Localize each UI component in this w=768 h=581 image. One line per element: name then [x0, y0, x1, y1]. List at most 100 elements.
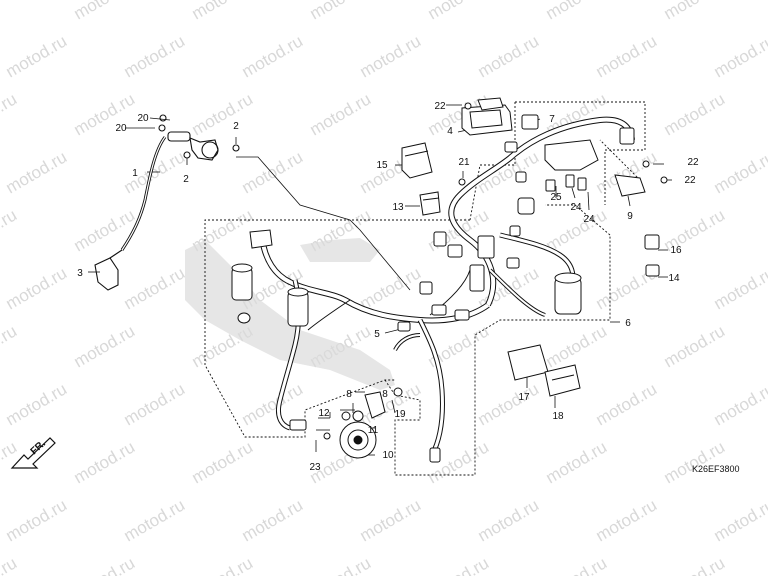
watermark-text: motod.ru — [121, 495, 189, 545]
watermark-text: motod.ru — [543, 437, 611, 487]
watermark-text: motod.ru — [0, 205, 20, 255]
callout-23: 23 — [309, 462, 321, 473]
part-14-connector — [646, 265, 659, 276]
callout-18: 18 — [552, 411, 564, 422]
watermark-text: motod.ru — [189, 553, 257, 576]
watermark-text: motod.ru — [3, 263, 71, 313]
watermark-text: motod.ru — [189, 0, 257, 23]
callout-19: 19 — [394, 409, 406, 420]
callout-20: 20 — [115, 123, 127, 134]
watermark-text: motod.ru — [661, 437, 729, 487]
watermark-text: motod.ru — [121, 31, 189, 81]
watermark-text: motod.ru — [71, 553, 139, 576]
watermark-text: motod.ru — [661, 553, 729, 576]
callout-2: 2 — [183, 174, 189, 185]
watermark-text: motod.ru — [71, 89, 139, 139]
watermark-text: motod.ru — [239, 31, 307, 81]
watermark-text: motod.ru — [239, 495, 307, 545]
callout-21: 21 — [458, 157, 470, 168]
watermark-text: motod.ru — [3, 495, 71, 545]
watermark-text: motod.ru — [711, 495, 768, 545]
watermark-text: motod.ru — [593, 379, 661, 429]
watermark-text: motod.ru — [711, 147, 768, 197]
watermark-text: motod.ru — [3, 31, 71, 81]
callout-6: 6 — [625, 318, 631, 329]
watermark-text: motod.ru — [661, 0, 729, 23]
fr-label: FR. — [29, 438, 48, 457]
watermark-text: motod.ru — [711, 263, 768, 313]
watermark-text: motod.ru — [0, 89, 20, 139]
watermark-text: motod.ru — [0, 0, 20, 23]
callout-11: 11 — [368, 425, 379, 436]
callout-25: 25 — [550, 192, 562, 203]
watermark-text: motod.ru — [543, 553, 611, 576]
callout-9: 9 — [627, 211, 633, 222]
watermark-text: motod.ru — [189, 89, 257, 139]
watermark-text: motod.ru — [0, 553, 20, 576]
watermark-text: motod.ru — [711, 31, 768, 81]
watermark-text: motod.ru — [661, 321, 729, 371]
callout-16: 16 — [670, 245, 682, 256]
watermark-text: motod.ru — [475, 31, 543, 81]
callout-24: 24 — [583, 214, 595, 225]
watermark-text: motod.ru — [3, 379, 71, 429]
watermark-text: motod.ru — [189, 437, 257, 487]
watermark-text: motod.ru — [543, 0, 611, 23]
watermark-text: motod.ru — [239, 147, 307, 197]
watermark-text: motod.ru — [307, 553, 375, 576]
callout-15: 15 — [376, 160, 388, 171]
callout-20: 20 — [137, 113, 149, 124]
watermark-text: motod.ru — [0, 321, 20, 371]
callout-7: 7 — [549, 114, 555, 125]
watermark-text: motod.ru — [121, 263, 189, 313]
watermark-text: motod.ru — [71, 321, 139, 371]
callout-10: 10 — [382, 450, 394, 461]
watermark-text: motod.ru — [357, 263, 425, 313]
left-canister — [232, 268, 252, 300]
part-13-relay — [420, 192, 440, 215]
callout-4: 4 — [447, 126, 453, 137]
callout-17: 17 — [518, 392, 530, 403]
watermark-text: motod.ru — [593, 31, 661, 81]
callout-22: 22 — [687, 157, 699, 168]
part-5-clip — [398, 322, 410, 331]
watermark-text: motod.ru — [425, 0, 493, 23]
watermark-text: motod.ru — [71, 437, 139, 487]
diagram-code: K26EF3800 — [692, 464, 740, 474]
callout-14: 14 — [668, 273, 680, 284]
callout-22: 22 — [684, 175, 696, 186]
watermark-text: motod.ru — [475, 495, 543, 545]
callout-1: 1 — [132, 168, 138, 179]
callout-22: 22 — [434, 101, 446, 112]
watermark-text: motod.ru — [711, 379, 768, 429]
watermark-text: motod.ru — [425, 553, 493, 576]
watermark-text: motod.ru — [661, 89, 729, 139]
fuse-block — [545, 140, 598, 170]
watermark-text: motod.ru — [3, 147, 71, 197]
part-16-connector — [645, 235, 659, 249]
watermark-text: motod.ru — [593, 495, 661, 545]
watermark-text: motod.ru — [307, 0, 375, 23]
watermark-text: motod.ru — [357, 495, 425, 545]
watermark-text: motod.ru — [307, 89, 375, 139]
callout-13: 13 — [392, 202, 404, 213]
part-17-module — [508, 345, 548, 380]
watermark-text: motod.ru — [71, 0, 139, 23]
watermark-text: motod.ru — [71, 205, 139, 255]
callout-8: 8 — [346, 389, 352, 400]
watermark-text: motod.ru — [543, 321, 611, 371]
watermark-text: motod.ru — [357, 31, 425, 81]
callout-5: 5 — [374, 329, 380, 340]
callout-2: 2 — [233, 121, 239, 132]
watermark-text: motod.ru — [475, 379, 543, 429]
part-9-sensor — [615, 175, 645, 196]
watermark-text: motod.ru — [121, 379, 189, 429]
callout-8: 8 — [382, 389, 388, 400]
callout-24: 24 — [570, 202, 582, 213]
watermark-text: motod.ru — [121, 147, 189, 197]
callout-3: 3 — [77, 268, 83, 279]
part-15-unit — [402, 143, 432, 178]
callout-12: 12 — [318, 408, 330, 419]
